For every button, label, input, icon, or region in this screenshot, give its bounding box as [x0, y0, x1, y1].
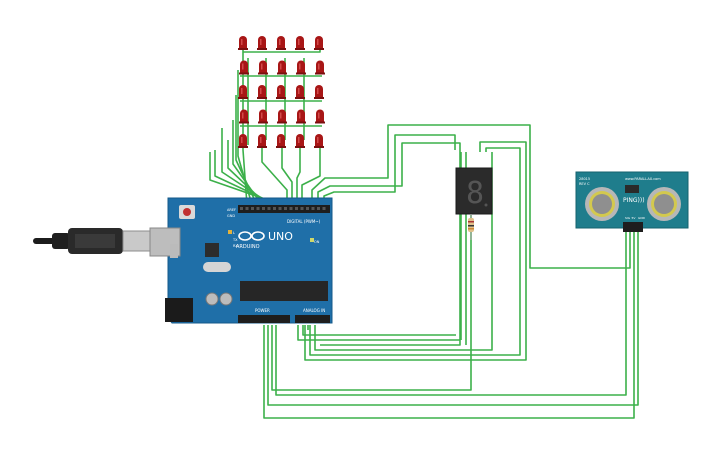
- wire[interactable]: [311, 124, 631, 269]
- wires: [209, 45, 639, 419]
- led[interactable]: [295, 134, 305, 148]
- arduino-logo: [238, 231, 265, 241]
- led[interactable]: [295, 36, 305, 50]
- led-matrix: [238, 36, 325, 148]
- header-pin[interactable]: [262, 207, 265, 210]
- wire[interactable]: [263, 232, 635, 419]
- resistor[interactable]: [468, 214, 474, 240]
- sensor-pin-label: GND: [638, 216, 646, 220]
- ultrasonic-sensor[interactable]: 28015 REV C www.PARALLAX.com PING))) SIG…: [575, 171, 689, 232]
- led[interactable]: [277, 109, 287, 124]
- tx-label: TX: [232, 238, 238, 242]
- wire[interactable]: [317, 142, 461, 346]
- wire[interactable]: [281, 145, 293, 205]
- power-header[interactable]: [238, 315, 290, 323]
- power-label: POWER: [255, 308, 270, 313]
- wire[interactable]: [227, 140, 268, 206]
- led[interactable]: [258, 60, 268, 75]
- led[interactable]: [257, 85, 267, 99]
- digital-pins: [240, 207, 326, 210]
- sensor-part-number: 28015: [579, 177, 590, 181]
- aref-label: AREF: [227, 208, 236, 212]
- header-pin[interactable]: [256, 207, 260, 210]
- header-pin[interactable]: [284, 207, 287, 210]
- led[interactable]: [257, 134, 267, 148]
- led[interactable]: [295, 85, 305, 99]
- sensor-name: PING))): [623, 197, 645, 204]
- display-digit: 8: [466, 176, 484, 211]
- header-pin[interactable]: [306, 207, 309, 210]
- header-pin[interactable]: [300, 207, 304, 210]
- led[interactable]: [238, 36, 248, 50]
- led[interactable]: [257, 36, 267, 50]
- digital-label: DIGITAL (PWM~): [287, 219, 321, 224]
- wire[interactable]: [309, 147, 521, 356]
- header-pin[interactable]: [267, 207, 271, 210]
- led[interactable]: [276, 85, 286, 99]
- header-pin[interactable]: [245, 207, 249, 210]
- analog-header[interactable]: [295, 315, 330, 323]
- header-pin[interactable]: [289, 207, 293, 210]
- model-label: UNO: [268, 230, 293, 243]
- arduino-uno-board[interactable]: ARDUINO UNO DIGITAL (PWM~) POWER ANALOG …: [149, 197, 333, 324]
- wire[interactable]: [261, 145, 288, 205]
- l-led: [228, 230, 232, 234]
- header-pin[interactable]: [322, 207, 326, 210]
- wire[interactable]: [314, 152, 493, 351]
- led[interactable]: [238, 134, 248, 148]
- wire[interactable]: [275, 232, 627, 396]
- led[interactable]: [276, 134, 286, 148]
- gnd-label: GND: [227, 214, 235, 218]
- sensor-pin-label: SIG: [625, 216, 631, 220]
- wire[interactable]: [323, 134, 456, 205]
- header-pin[interactable]: [311, 207, 315, 210]
- header-pin[interactable]: [278, 207, 282, 210]
- led[interactable]: [238, 85, 248, 99]
- rx-label: RX: [233, 244, 238, 248]
- seven-segment-display[interactable]: 8: [455, 167, 493, 215]
- wire[interactable]: [209, 152, 283, 206]
- header-pin[interactable]: [317, 207, 320, 210]
- reset-button[interactable]: [183, 208, 191, 216]
- sensor-pin-label: 5V: [632, 216, 637, 220]
- led[interactable]: [314, 85, 324, 99]
- led[interactable]: [315, 109, 325, 124]
- led[interactable]: [258, 109, 268, 124]
- wire[interactable]: [304, 141, 527, 361]
- led[interactable]: [277, 60, 287, 75]
- led[interactable]: [314, 36, 324, 50]
- wire[interactable]: [301, 145, 321, 205]
- led[interactable]: [276, 36, 286, 50]
- sensor-revision: REV C: [579, 182, 590, 186]
- l-label: L: [233, 231, 235, 235]
- header-pin[interactable]: [295, 207, 298, 210]
- sensor-website: www.PARALLAX.com: [625, 177, 661, 181]
- atmega-chip: [240, 281, 328, 301]
- on-led: [310, 238, 314, 242]
- led[interactable]: [315, 60, 325, 75]
- on-label: ON: [314, 240, 320, 244]
- led[interactable]: [296, 60, 306, 75]
- header-pin[interactable]: [273, 207, 276, 210]
- wire[interactable]: [302, 325, 456, 336]
- led[interactable]: [239, 60, 249, 75]
- led[interactable]: [239, 109, 249, 124]
- header-pin[interactable]: [240, 207, 243, 210]
- brand-label: ARDUINO: [236, 244, 260, 250]
- wire[interactable]: [296, 145, 301, 205]
- wire[interactable]: [297, 325, 460, 341]
- usb-cable[interactable]: [33, 228, 156, 254]
- wire[interactable]: [267, 232, 639, 406]
- wire[interactable]: [271, 215, 472, 391]
- led[interactable]: [314, 134, 324, 148]
- analog-label: ANALOG IN: [303, 308, 325, 313]
- led[interactable]: [296, 109, 306, 124]
- header-pin[interactable]: [251, 207, 254, 210]
